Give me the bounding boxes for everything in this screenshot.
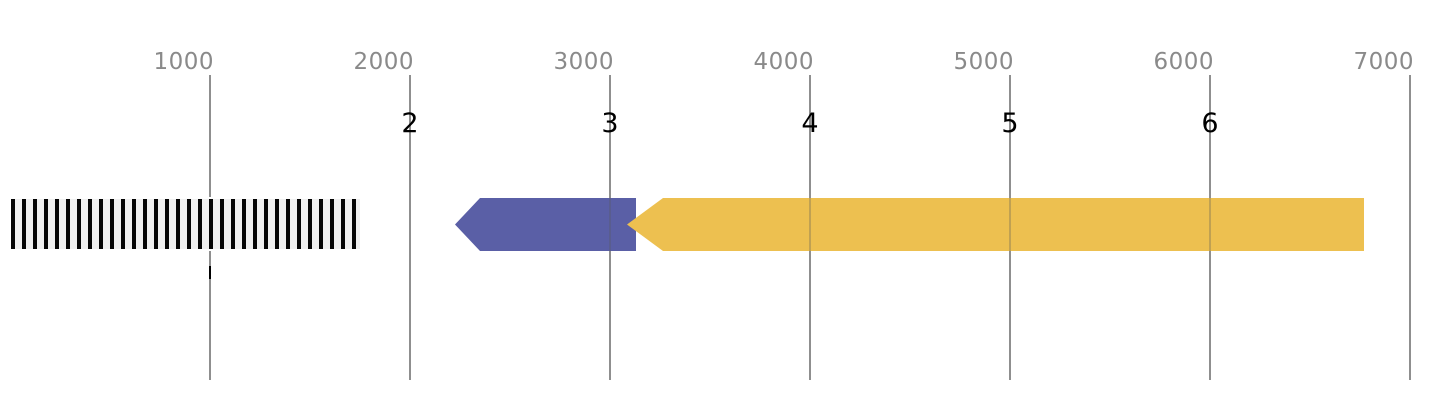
- sub-marker-5000: 5: [1001, 108, 1019, 139]
- axis-tick-label-7000: 7000: [1353, 49, 1414, 75]
- purple-gene-feature: [455, 198, 636, 251]
- axis-tick-label-1000: 1000: [153, 49, 214, 75]
- sub-marker-4000: 4: [801, 108, 819, 139]
- gridline-7000: [1409, 75, 1411, 380]
- axis-tick-label-2000: 2000: [353, 49, 414, 75]
- axis-tick-label-6000: 6000: [1153, 49, 1214, 75]
- striped-region-feature: [9, 197, 362, 251]
- gridline-over-yellow-gene: [1009, 198, 1011, 251]
- sub-marker-6000: 6: [1201, 108, 1219, 139]
- gridline-over-yellow-gene: [809, 198, 811, 251]
- yellow-gene-feature: [627, 198, 1364, 251]
- gridline-over-purple-gene: [609, 198, 611, 251]
- sub-marker-3000: 3: [601, 108, 619, 139]
- sub-marker-2000: 2: [401, 108, 419, 139]
- gridline-over-yellow-gene: [1209, 198, 1211, 251]
- axis-tick-label-5000: 5000: [953, 49, 1014, 75]
- gridline-2000: [409, 75, 411, 380]
- axis-tick-label-3000: 3000: [553, 49, 614, 75]
- axis-tick-label-4000: 4000: [753, 49, 814, 75]
- label-connector-tick: [209, 266, 211, 279]
